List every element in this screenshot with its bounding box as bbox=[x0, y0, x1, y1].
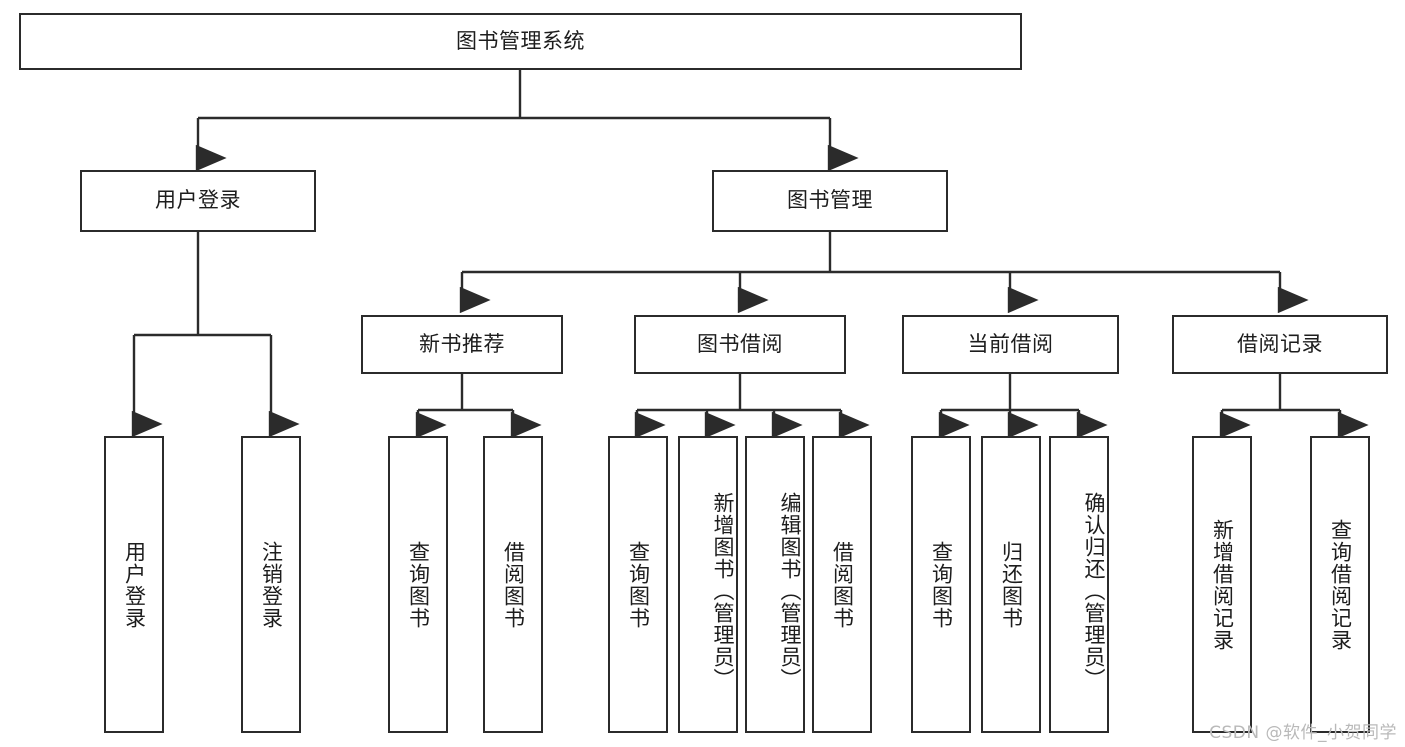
node-label: 图书管理 bbox=[787, 188, 873, 213]
node-borrow-record[interactable]: 借阅记录 bbox=[1172, 315, 1388, 374]
node-book-management[interactable]: 图书管理 bbox=[712, 170, 948, 232]
node-label: 当前借阅 bbox=[967, 331, 1054, 356]
node-label: 用户登录 bbox=[122, 540, 147, 629]
leaf-borrow-book[interactable]: 借阅图书 bbox=[812, 436, 872, 733]
node-root-book-management-system[interactable]: 图书管理系统 bbox=[19, 13, 1022, 70]
node-label: 查询借阅记录 bbox=[1328, 518, 1353, 651]
leaf-edit-book-admin[interactable]: 编辑图书（管理员） bbox=[745, 436, 805, 733]
node-label: 图书管理系统 bbox=[456, 28, 585, 53]
node-label: 确认归还（管理员） bbox=[1082, 491, 1106, 690]
leaf-add-borrow-record[interactable]: 新增借阅记录 bbox=[1192, 436, 1252, 733]
node-label: 归还图书 bbox=[999, 540, 1024, 629]
leaf-query-book-current[interactable]: 查询图书 bbox=[911, 436, 971, 733]
node-label: 新书推荐 bbox=[419, 331, 505, 356]
node-user-login[interactable]: 用户登录 bbox=[80, 170, 316, 232]
node-label: 查询图书 bbox=[929, 540, 954, 629]
node-label: 编辑图书（管理员） bbox=[778, 491, 802, 690]
leaf-logout-login[interactable]: 注销登录 bbox=[241, 436, 301, 733]
node-label: 用户登录 bbox=[155, 188, 241, 213]
node-label: 新增借阅记录 bbox=[1210, 518, 1235, 651]
leaf-query-borrow-record[interactable]: 查询借阅记录 bbox=[1310, 436, 1370, 733]
node-label: 查询图书 bbox=[406, 540, 431, 629]
leaf-borrow-book-new-rec[interactable]: 借阅图书 bbox=[483, 436, 543, 733]
csdn-watermark: CSDN @软件_小贺同学 bbox=[1209, 723, 1397, 743]
leaf-query-book-borrow[interactable]: 查询图书 bbox=[608, 436, 668, 733]
leaf-user-login[interactable]: 用户登录 bbox=[104, 436, 164, 733]
node-current-borrow[interactable]: 当前借阅 bbox=[902, 315, 1119, 374]
node-label: 查询图书 bbox=[626, 540, 651, 629]
node-label: 借阅图书 bbox=[501, 540, 526, 629]
node-label: 图书借阅 bbox=[697, 331, 783, 356]
node-label: 注销登录 bbox=[259, 540, 284, 629]
leaf-add-book-admin[interactable]: 新增图书（管理员） bbox=[678, 436, 738, 733]
leaf-return-book[interactable]: 归还图书 bbox=[981, 436, 1041, 733]
node-new-book-recommendation[interactable]: 新书推荐 bbox=[361, 315, 563, 374]
node-book-borrow[interactable]: 图书借阅 bbox=[634, 315, 846, 374]
node-label: 借阅记录 bbox=[1237, 331, 1323, 356]
node-label: 借阅图书 bbox=[830, 540, 855, 629]
leaf-query-book-new-rec[interactable]: 查询图书 bbox=[388, 436, 448, 733]
leaf-confirm-return-admin[interactable]: 确认归还（管理员） bbox=[1049, 436, 1109, 733]
node-label: 新增图书（管理员） bbox=[711, 491, 735, 690]
